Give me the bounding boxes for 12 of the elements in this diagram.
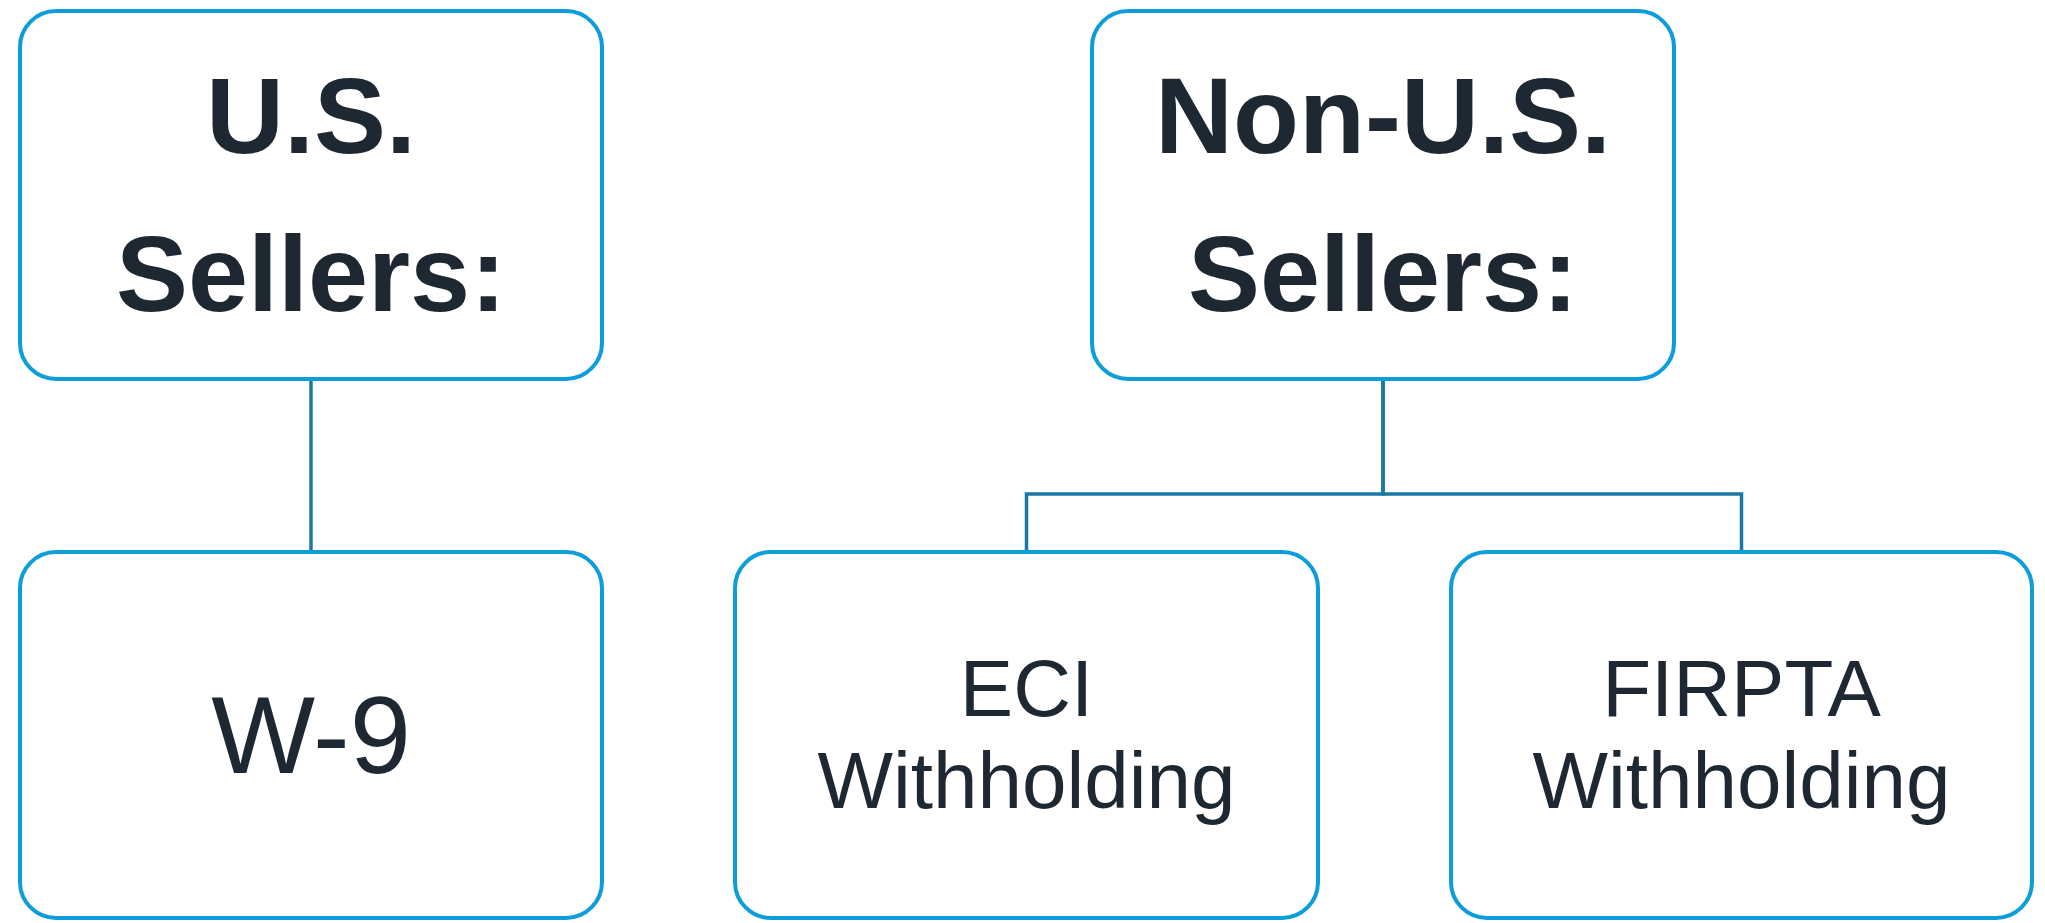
rounded-box	[1449, 550, 2034, 920]
connector-line	[1381, 381, 1744, 550]
rounded-box	[18, 550, 604, 920]
rounded-box	[1090, 9, 1676, 381]
heading-text: U.S. Sellers:	[114, 54, 508, 336]
rounded-box	[18, 9, 604, 381]
heading-text: Non-U.S. Sellers:	[1154, 54, 1612, 336]
connector-line	[309, 381, 313, 550]
box-label: FIRPTA Withholding	[1531, 643, 1952, 827]
box-label: ECI Withholding	[816, 643, 1237, 827]
box-label: W-9	[211, 675, 411, 795]
rounded-box	[733, 550, 1320, 920]
